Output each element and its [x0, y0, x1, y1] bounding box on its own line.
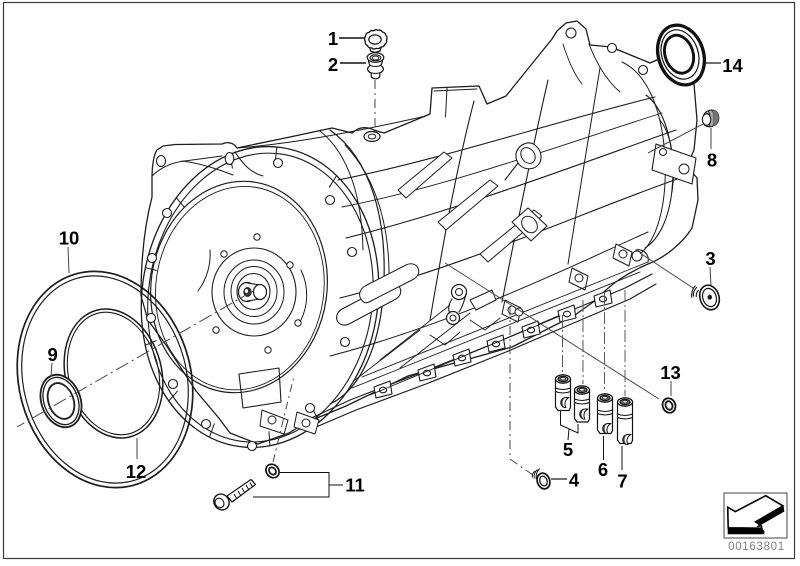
svg-text:11: 11: [345, 475, 365, 496]
svg-text:3: 3: [705, 248, 715, 269]
svg-text:1: 1: [328, 28, 338, 49]
svg-text:4: 4: [569, 470, 580, 491]
svg-text:12: 12: [126, 461, 147, 482]
svg-text:5: 5: [563, 439, 573, 460]
svg-text:00163801: 00163801: [728, 541, 785, 553]
svg-text:10: 10: [59, 228, 80, 249]
svg-text:6: 6: [598, 459, 608, 480]
svg-text:7: 7: [617, 471, 627, 492]
svg-text:9: 9: [48, 344, 58, 365]
svg-text:14: 14: [722, 55, 743, 76]
svg-text:2: 2: [328, 54, 338, 75]
svg-text:8: 8: [707, 150, 717, 171]
svg-text:13: 13: [660, 362, 681, 383]
